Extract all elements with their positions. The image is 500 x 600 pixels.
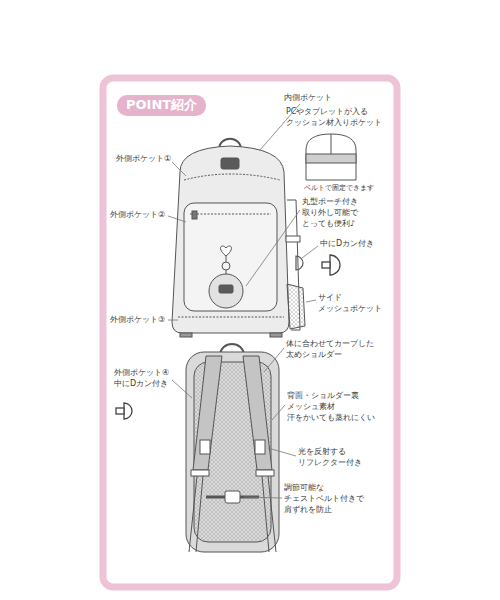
leader-line: [168, 216, 186, 222]
clip-chain: [226, 256, 227, 274]
strap-buckle: [286, 236, 300, 242]
bag-foot: [180, 333, 192, 337]
divider: [331, 134, 332, 154]
round-pouch: [209, 274, 243, 308]
callout-label: 内側ポケット: [284, 92, 332, 103]
callout-label: 外側ポケット①: [116, 153, 171, 164]
fixing-belt: [306, 154, 356, 163]
leader-line: [168, 320, 178, 321]
zipper: [184, 174, 280, 180]
d-ring: [296, 256, 303, 270]
leader-line: [246, 210, 300, 286]
leader-line: [172, 162, 186, 176]
leader-line: [302, 246, 318, 258]
bag-body: [172, 146, 289, 333]
reflector: [255, 440, 265, 454]
clip-ring: [222, 262, 230, 270]
callout-label: ベルトで固定できます: [304, 184, 374, 194]
leader-line: [264, 348, 284, 372]
callout-label: 丸型ポーチ付き 取り外し可能で とっても便利♪: [302, 196, 368, 229]
leader-line: [244, 497, 282, 498]
zipper: [190, 214, 271, 215]
d-ring-tab: [116, 408, 124, 414]
leader-lines: [168, 104, 318, 498]
webbing: [189, 476, 203, 552]
leader-line: [306, 300, 316, 302]
callout-label: 光を反射する リフレクター付き: [298, 446, 370, 468]
leader-line: [272, 405, 285, 420]
leader-line: [268, 448, 296, 456]
callout-label: 外側ポケット④ 中にDカン付き: [114, 367, 180, 389]
d-ring-tab: [322, 262, 330, 268]
webbing: [262, 476, 276, 552]
callout-label: 外側ポケット③: [110, 314, 165, 325]
shoulder-strap: [243, 356, 272, 470]
callout-label: 調節可能な チェストベルト付きで 肩ずれを防止: [284, 482, 374, 515]
pouch-logo: [219, 285, 233, 293]
pocket-section: [306, 134, 356, 180]
chest-buckle: [225, 491, 240, 503]
shoulder-strap: [193, 356, 222, 470]
callout-label: サイド メッシュポケット: [318, 292, 390, 314]
zipper: [178, 317, 284, 318]
callout-label: 背面・ショルダー裏 メッシュ素材 汗をかいても蒸れにくい: [287, 390, 383, 423]
d-ring: [124, 403, 132, 419]
back-panel: [186, 352, 279, 552]
reflector: [200, 440, 210, 454]
card: [103, 78, 397, 587]
bag-foot: [270, 333, 282, 337]
zipper-pull: [192, 211, 197, 219]
callout-label: PCやタブレットが入る クッション材入りポケット: [286, 106, 390, 128]
heart-clip: [221, 246, 232, 256]
front-pocket: [184, 203, 277, 311]
heading-tag: POINT紹介: [117, 95, 206, 116]
back-view: [186, 344, 279, 552]
heading-text: POINT紹介: [126, 97, 197, 114]
leader-line: [172, 380, 192, 398]
logo-patch: [221, 158, 239, 169]
strap-adjuster: [256, 470, 274, 476]
side-mesh-pocket: [287, 284, 305, 329]
callout-label: 外側ポケット②: [110, 209, 165, 220]
inner-pocket-inset: [306, 134, 356, 180]
callout-label: 体に合わせてカーブした 太めショルダー: [286, 338, 382, 360]
front-view: [172, 139, 305, 337]
strap-adjuster: [191, 470, 209, 476]
callout-label: 中にDカン付き: [320, 238, 374, 249]
d-ring: [330, 255, 340, 275]
